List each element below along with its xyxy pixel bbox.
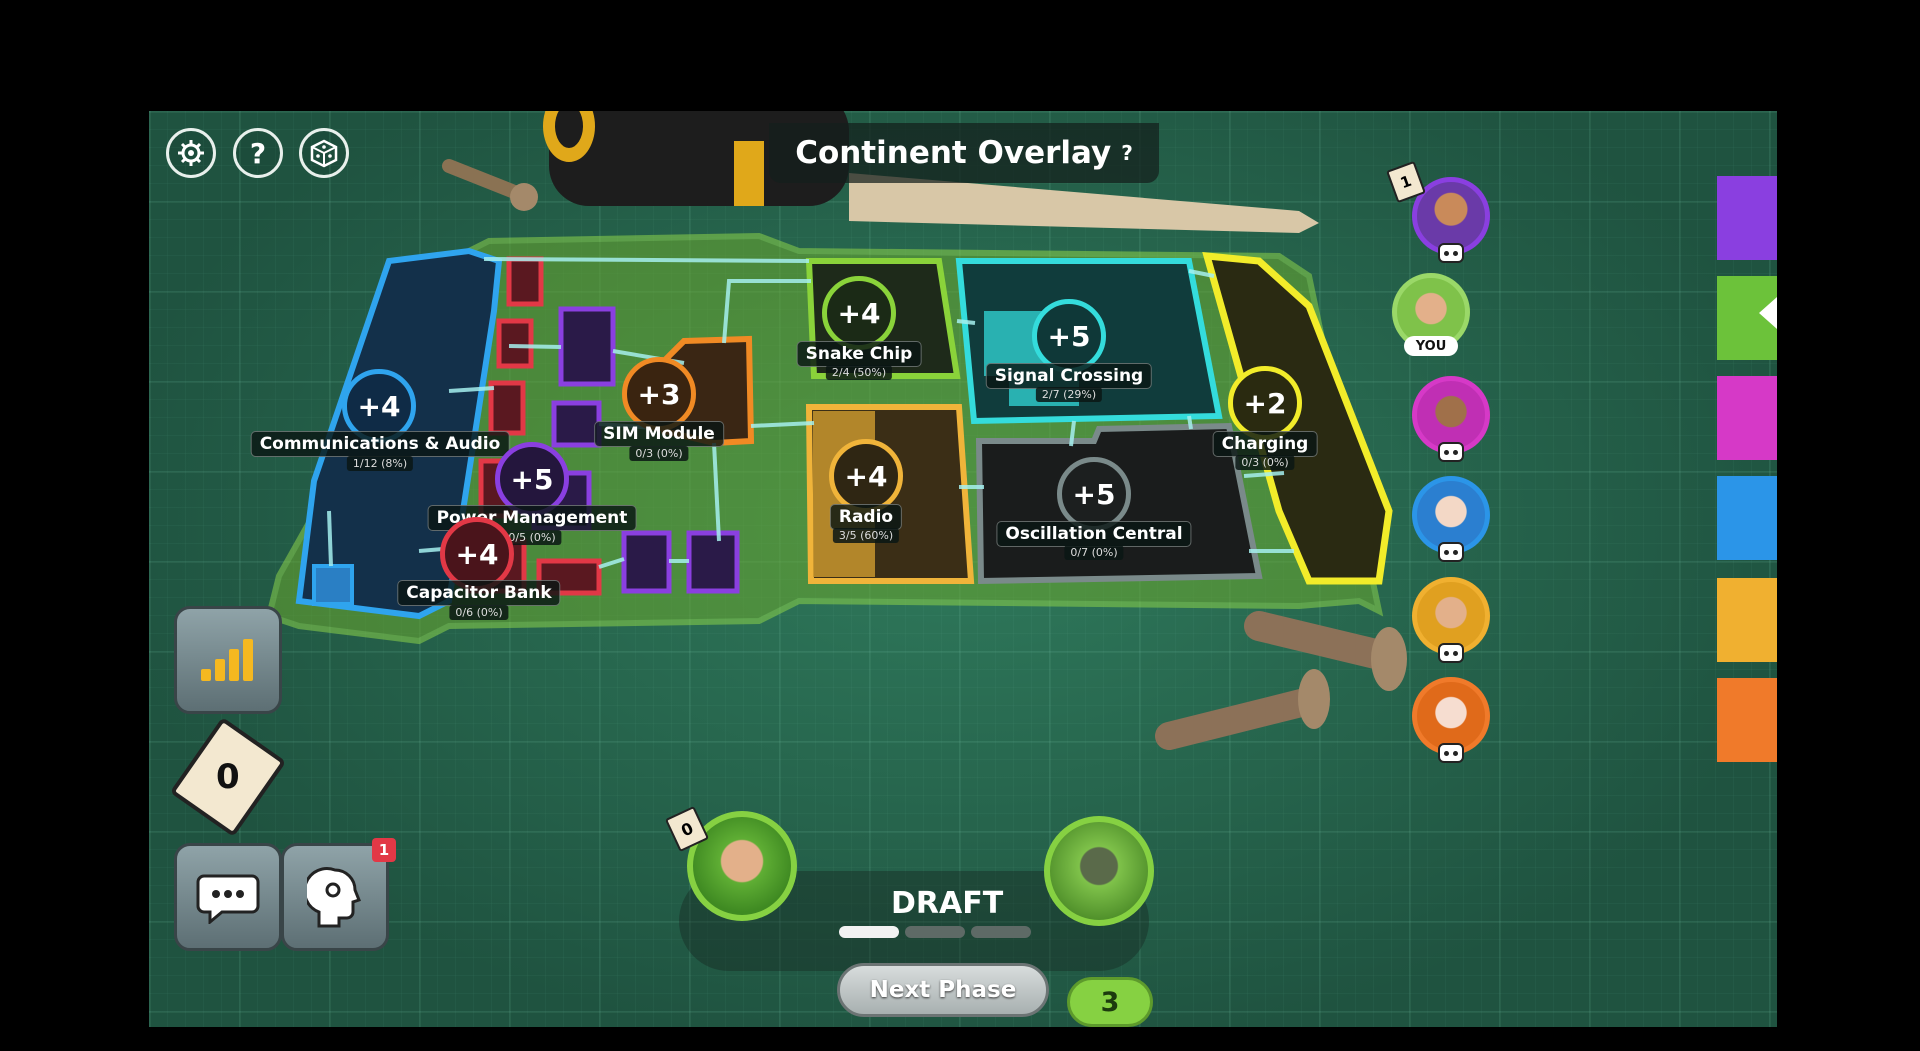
phase-progress-step [971,926,1031,938]
stats-button[interactable] [174,606,282,714]
dice-icon [310,139,338,168]
bot-icon [1438,442,1464,462]
map-title: Continent Overlay [795,135,1112,171]
bot-icon [1438,743,1464,763]
settings-button[interactable] [166,128,216,178]
current-player-indicator [1759,297,1777,329]
label-radio: Radio [829,504,903,530]
progress-snake-chip: 2/4 (50%) [825,365,893,380]
question-icon: ? [249,136,267,170]
next-phase-button[interactable]: Next Phase [837,963,1049,1017]
player-strip-5 [1717,578,1777,662]
bonus-badge-oscillation-central[interactable]: +5 [1057,457,1131,531]
progress-sim-module: 0/3 (0%) [629,446,689,461]
bonus-badge-radio[interactable]: +4 [829,439,903,513]
title-help-icon[interactable]: ? [1121,141,1133,165]
help-button[interactable]: ? [233,128,283,178]
bot-icon [1438,643,1464,663]
avatar[interactable] [1412,376,1490,454]
progress-capacitor-bank: 0/6 (0%) [449,605,509,620]
player-strip-4 [1717,476,1777,560]
label-oscillation-central: Oscillation Central [996,521,1192,547]
bonus-badge-snake-chip[interactable]: +4 [822,276,896,350]
map-title-bar: Continent Overlay ? [769,123,1159,183]
gear-icon [178,140,204,166]
bonus-badge-capacitor-bank[interactable]: +4 [440,517,514,591]
label-signal-crossing: Signal Crossing [985,363,1153,389]
player-strip-6 [1717,678,1777,762]
phase-name: DRAFT [891,886,1004,921]
bot-icon [1438,542,1464,562]
label-communications-audio: Communications & Audio [250,431,510,457]
phase-progress-step [905,926,965,938]
label-charging: Charging [1212,431,1318,457]
game-board: ? Continent Overlay ? +4 Communications … [149,111,1777,1027]
thinking-head-icon [307,867,361,928]
territory-communications-audio-cell[interactable] [312,564,354,606]
label-snake-chip: Snake Chip [796,341,922,367]
bonus-badge-signal-crossing[interactable]: +5 [1032,299,1106,373]
screwdriver-shaft [849,173,1319,233]
bar-chart-icon [201,639,253,681]
you-tag: YOU [1404,336,1458,356]
bot-icon [1438,243,1464,263]
advisor-button[interactable]: 1 [281,838,396,951]
screw-large-1 [1155,687,1323,750]
bonus-badge-charging[interactable]: +2 [1228,366,1302,440]
progress-oscillation-central: 0/7 (0%) [1064,545,1124,560]
card-icon: 0 [169,716,287,838]
screw-large-2 [1244,611,1399,671]
chat-button[interactable] [174,843,282,951]
cards-count: 0 [216,756,240,797]
label-capacitor-bank: Capacitor Bank [397,580,561,606]
player-strip-1 [1717,176,1777,260]
progress-communications-audio: 1/12 (8%) [346,456,414,471]
label-sim-module: SIM Module [594,421,724,447]
player-strip-3 [1717,376,1777,460]
screw-small [442,159,524,200]
progress-radio: 3/5 (60%) [832,528,900,543]
speech-bubble-icon [196,874,260,924]
phase-progress-step [839,926,899,938]
troops-count: 3 [1067,977,1153,1027]
troop-figure [1044,816,1154,926]
player-avatar-large[interactable] [687,811,797,921]
progress-power-management: 0/5 (0%) [502,530,562,545]
progress-signal-crossing: 2/7 (29%) [1035,387,1103,402]
bonus-badge-sim-module[interactable]: +3 [622,357,696,431]
advisor-notification-badge: 1 [372,838,396,862]
cards-button[interactable]: 0 [169,716,287,838]
progress-charging: 0/3 (0%) [1235,455,1295,470]
dice-button[interactable] [299,128,349,178]
